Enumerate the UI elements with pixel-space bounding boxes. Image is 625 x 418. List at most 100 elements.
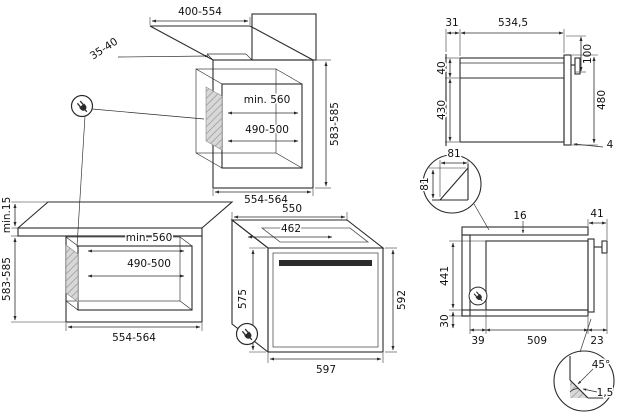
dim-label-upper-niche-depth: min. 560 [244,94,291,106]
dim-label-top-cutout-width: 400-554 [178,6,222,18]
dim-upper-inner-width: 490-500 [227,123,299,143]
dim-top-gap: 16 [512,209,528,234]
dim-label-corner-height: 81 [419,177,431,190]
corner-detail: 81 81 [418,147,490,231]
outlet-leader-lower [76,115,86,248]
install-section-drawing: 16 41 441 30 39 509 [438,207,608,349]
niche-edge-line [275,152,303,169]
niche-edge-line [179,300,193,311]
worktop [461,226,589,236]
dim-label-rear-clearance: 39 [471,335,484,347]
dim-oven-cavity-width: 462 [247,222,333,239]
dim-upper-niche-height: 583-585 [315,59,343,189]
oven-handle [279,260,372,266]
power-plug-icon [70,94,94,118]
leader-line [573,143,604,148]
dim-handle-depth: 41 [587,207,608,240]
tall-unit-drawing: 400-554 35-40 min. 560 490-500 583-585 5… [86,5,343,208]
dim-chamfer-angle: 45° [577,358,612,385]
dim-label-corner-width: 81 [447,148,460,160]
oven-front-face [267,247,384,353]
dim-label-chamfer-angle: 45° [592,359,611,371]
dim-chamfer-size: 1,5 [582,386,615,401]
detail-circle [422,154,482,214]
dim-oven-width: 597 [267,353,384,378]
dim-label-top-gap: 16 [513,210,527,222]
dim-bottom-gap: 30 [438,311,462,329]
dim-tall-top-cutout-width: 400-554 [149,5,251,25]
niche-edge-line [179,236,193,247]
dim-label-chamfer-size: 1,5 [597,387,614,399]
corner-chamfer-line [439,167,469,201]
oven-cavity-outline [260,227,370,243]
oven-handle-section [601,240,608,254]
detail-circle [553,350,615,412]
oven-door [272,252,379,348]
chamfer-line [569,379,589,399]
dim-handle-zone: 100 [566,35,596,73]
dim-label-front-overhang: 23 [590,335,603,347]
dim-body-band: 430 [435,78,459,143]
oven-door-section [587,238,595,313]
dim-label-oven-front-height: 575 [237,289,249,309]
dim-label-handle-depth: 41 [590,208,603,220]
dim-lower-niche-height: 583-585 [0,235,66,323]
dim-oven-depth: 550 [231,202,348,221]
dim-label-lower-niche-depth: min. 560 [126,232,173,244]
dim-depth-chain: 39 509 23 [469,254,608,349]
bottom-shelf [461,309,589,317]
niche-edge-line [195,152,223,169]
base-unit-drawing: min.15 583-585 min. 560 490-500 554-564 [0,94,234,346]
angle-arc [569,388,579,393]
upper-niche-back-wall [195,68,277,154]
dim-label-top-band: 40 [436,61,448,74]
dim-label-oven-total-height: 592 [396,290,408,310]
dim-upper-niche-depth: min. 560 [227,93,299,115]
upper-cabinet-box [251,13,317,61]
dim-upper-opening-width: 554-564 [212,189,314,208]
countertop-front-edge [17,227,203,237]
dim-label-upper-niche-height: 583-585 [329,102,341,146]
leader-line [582,388,598,393]
dim-corner-height: 81 [418,167,466,199]
dim-label-install-depth: 509 [527,335,547,347]
power-plug-icon [468,286,488,306]
leader-line [117,54,209,58]
oven-drawing: 550 462 575 592 597 [230,202,410,378]
dim-label-body-depth: 534,5 [498,17,528,29]
oven-side-handle [574,57,581,75]
dim-lower-opening-width: 554-564 [65,323,203,346]
dim-label-lower-inner-width: 490-500 [127,258,171,270]
dim-label-oven-depth: 550 [282,203,302,215]
dim-label-body-band: 430 [436,100,448,120]
dim-label-oven-width: 597 [316,364,336,376]
dim-oven-front-height: 575 [236,247,266,353]
dim-corner-width: 81 [439,147,469,197]
leader-line [577,368,594,385]
oven-top-face [230,219,385,249]
dim-label-vent-gap: 35-40 [88,36,120,63]
countertop-top-face [16,201,234,229]
niche-edge-line [275,68,303,85]
dim-body-depth: 534,5 [460,16,565,53]
dim-worktop-clearance: min.15 [0,195,48,235]
callout-leader [579,318,592,353]
dim-vent-gap-depth: 35-40 [86,34,209,64]
dim-label-door-gap: 4 [607,139,614,151]
oven-side-body [459,57,565,143]
dim-lower-inner-width: 490-500 [87,257,185,278]
oven-body-section [485,240,589,311]
dim-label-bottom-gap: 30 [439,314,451,327]
dim-door-gap: 4 [573,138,615,153]
vent-gap-edge [245,53,253,61]
dim-total-height: 480 [572,54,610,146]
dim-label-upper-inner-width: 490-500 [245,124,289,136]
dim-label-oven-cavity-width: 462 [281,223,301,235]
dim-label-body-height: 441 [439,266,451,286]
dim-top-band: 40 [435,57,459,79]
power-plug-icon [235,322,259,346]
dim-label-handle-zone: 100 [582,44,594,64]
oven-side-door [563,54,572,146]
dim-label-lower-opening-width: 554-564 [112,332,156,344]
